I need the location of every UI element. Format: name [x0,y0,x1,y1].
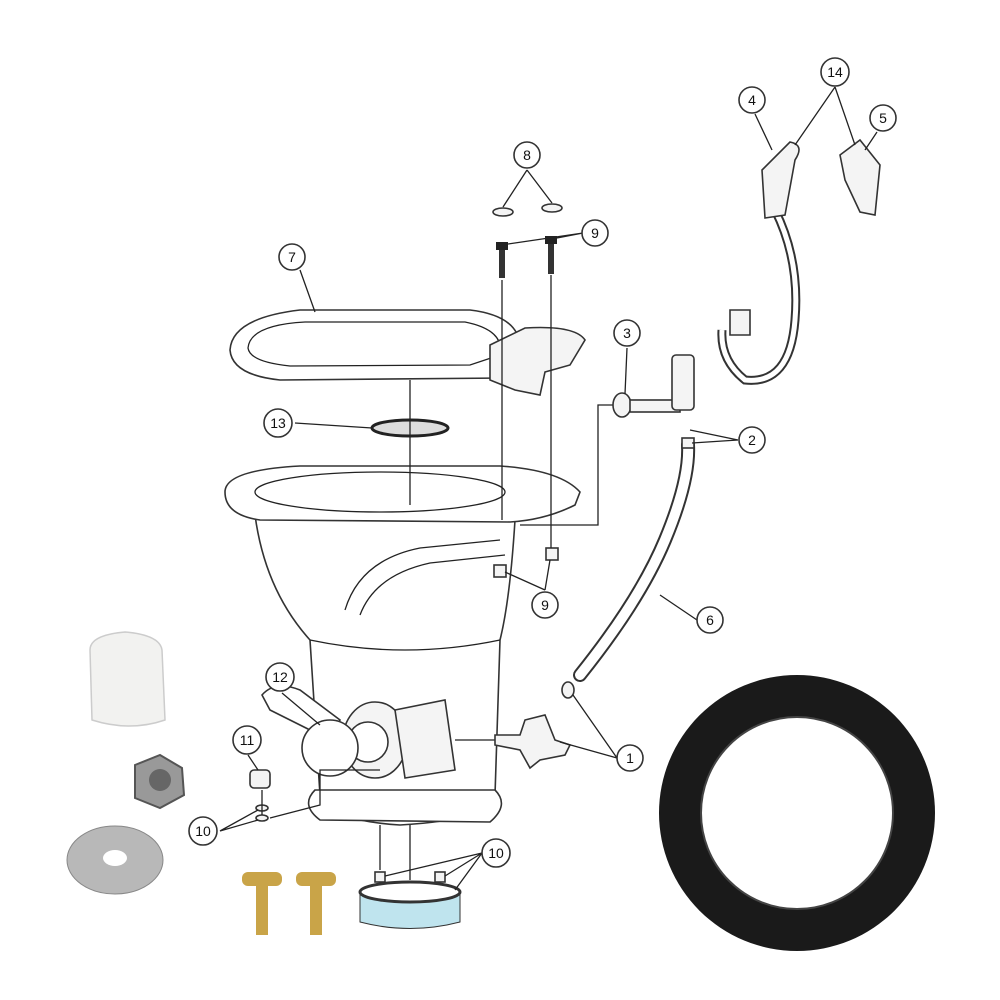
toilet-bowl [254,514,516,826]
callout-7: 7 [278,243,306,271]
svg-text:9: 9 [591,225,599,241]
callout-13: 13 [263,408,293,438]
flush-valve [261,685,456,779]
svg-text:4: 4 [748,92,756,108]
water-hose [573,438,696,682]
svg-text:8: 8 [523,147,531,163]
svg-text:12: 12 [272,669,288,685]
callout-10-left: 10 [188,816,218,846]
flange-gasket [659,675,935,951]
flat-washer [66,825,164,895]
closet-bolts [242,872,336,935]
floor-flange-ring [358,880,462,929]
spray-tee-fitting [612,309,751,449]
callouts: 1 2 3 4 5 6 7 8 9 9 10 10 11 12 13 14 [188,57,897,868]
svg-text:1: 1 [626,750,634,766]
callout-12: 12 [265,662,295,692]
hex-nut [134,753,186,810]
callout-3: 3 [613,319,641,347]
callout-2: 2 [738,426,766,454]
svg-text:6: 6 [706,612,714,628]
callout-14: 14 [820,57,850,87]
hinge-bolts [493,236,559,578]
svg-text:10: 10 [488,845,504,861]
svg-text:2: 2 [748,432,756,448]
svg-text:3: 3 [623,325,631,341]
callout-9-top: 9 [581,219,609,247]
water-valve [494,681,575,770]
callout-11: 11 [232,725,262,755]
svg-text:14: 14 [827,64,843,80]
bowl-rim [224,465,581,523]
svg-text:13: 13 [270,415,286,431]
svg-text:9: 9 [541,597,549,613]
callout-9-bottom: 9 [531,591,559,619]
callout-8: 8 [513,141,541,169]
hole-cap [541,203,563,213]
sprayer-bracket [839,138,881,216]
bolt-cap [89,631,166,727]
callout-10-bottom: 10 [481,838,511,868]
callout-5: 5 [869,104,897,132]
svg-text:5: 5 [879,110,887,126]
callout-4: 4 [738,86,766,114]
svg-text:10: 10 [195,823,211,839]
toilet-seat-lid [229,309,586,396]
svg-text:11: 11 [240,732,255,748]
sprayer-head [761,141,800,219]
callout-1: 1 [616,744,644,772]
hole-cap [492,207,514,217]
svg-text:7: 7 [288,249,296,265]
callout-6: 6 [696,606,724,634]
